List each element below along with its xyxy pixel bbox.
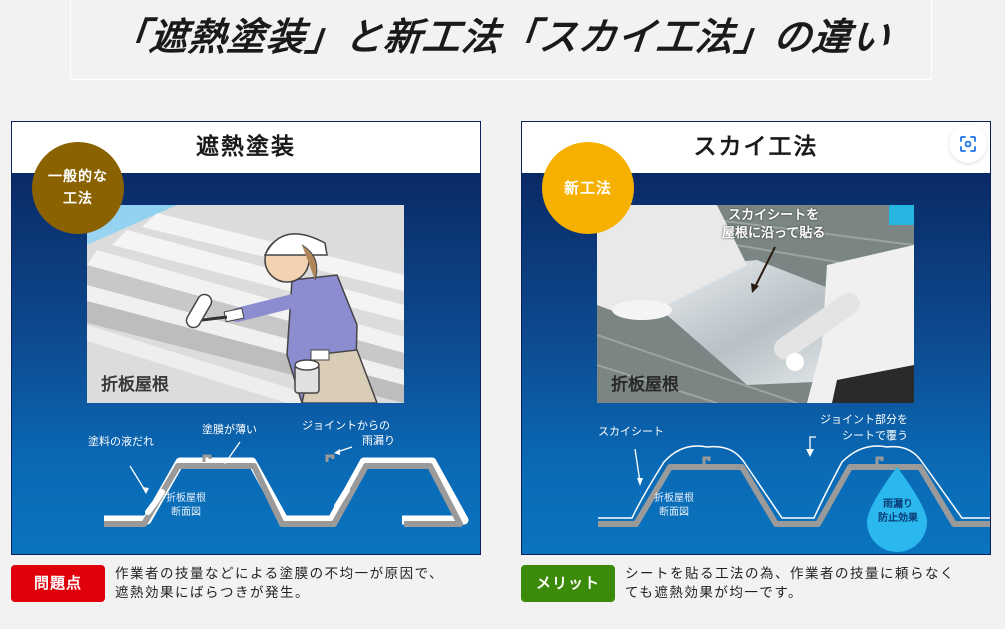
label-leak-prevention: 雨漏り防止効果 bbox=[878, 499, 918, 524]
roof-cross-section-sheeted bbox=[598, 436, 990, 552]
label-joint-leak-line2: 雨漏り bbox=[362, 434, 395, 447]
photo-label-folded-plate-roof: 折板屋根 bbox=[101, 375, 169, 395]
problem-description: 作業者の技量などによる塗膜の不均一が原因で、遮熱効果にばらつきが発生。 bbox=[115, 566, 445, 601]
cross-section-diagram-sheet: スカイシート ジョイント部分を シートで覆う 折板屋根断面図 雨漏り防止効果 bbox=[522, 412, 990, 552]
photo-caption: スカイシートを屋根に沿って貼る bbox=[722, 208, 826, 241]
label-cross-section: 折板屋根断面図 bbox=[654, 493, 694, 518]
raindrop-icon bbox=[867, 467, 927, 552]
painter-illustration bbox=[87, 205, 404, 403]
roof-cross-section-coated bbox=[104, 441, 469, 527]
photo-label-folded-plate-roof: 折板屋根 bbox=[611, 375, 679, 395]
merit-description: シートを貼る工法の為、作業者の技量に頼らなくても遮熱効果が均一です。 bbox=[625, 566, 955, 601]
badge-text: 新工法 bbox=[563, 179, 612, 197]
visual-search-button[interactable] bbox=[949, 125, 987, 163]
label-joint-covered-line1: ジョイント部分を bbox=[820, 413, 908, 426]
illustration-worker-painting-roof: 折板屋根 bbox=[87, 205, 404, 403]
label-joint-leak-line1: ジョイントからの bbox=[302, 419, 390, 432]
workers-photo bbox=[597, 205, 914, 403]
badge-text-line1: 一般的な bbox=[48, 169, 108, 185]
badge-new-method: 新工法 bbox=[542, 142, 634, 234]
label-sky-sheet: スカイシート bbox=[598, 425, 664, 438]
visual-search-icon bbox=[960, 136, 976, 152]
badge-text-line2: 工法 bbox=[63, 191, 93, 207]
photo-workers-applying-sheet: スカイシートを屋根に沿って貼る 折板屋根 bbox=[597, 205, 914, 403]
arrow-icon bbox=[751, 246, 776, 293]
problem-tag: 問題点 bbox=[11, 565, 105, 602]
page-title: 「遮熱塗装」と新工法「スカイ工法」の違い bbox=[108, 15, 893, 59]
badge-conventional-method: 一般的な工法 bbox=[32, 142, 124, 234]
label-cross-section: 折板屋根断面図 bbox=[166, 493, 206, 518]
label-thin-coating: 塗膜が薄い bbox=[202, 423, 257, 436]
label-joint-covered-line2: シートで覆う bbox=[842, 429, 908, 442]
title-box: 「遮熱塗装」と新工法「スカイ工法」の違い bbox=[70, 0, 932, 80]
panel-heat-shield-coating: 遮熱塗装 一般的な工法 bbox=[11, 121, 481, 555]
label-paint-drip: 塗料の液だれ bbox=[88, 435, 154, 448]
merit-tag: メリット bbox=[521, 565, 615, 602]
cross-section-diagram-coating: 塗料の液だれ 塗膜が薄い ジョイントからの 雨漏り 折板屋根断面図 bbox=[12, 412, 480, 552]
panel-sky-method: スカイ工法 新工法 スカイシートを屋根に沿って貼る bbox=[521, 121, 991, 555]
